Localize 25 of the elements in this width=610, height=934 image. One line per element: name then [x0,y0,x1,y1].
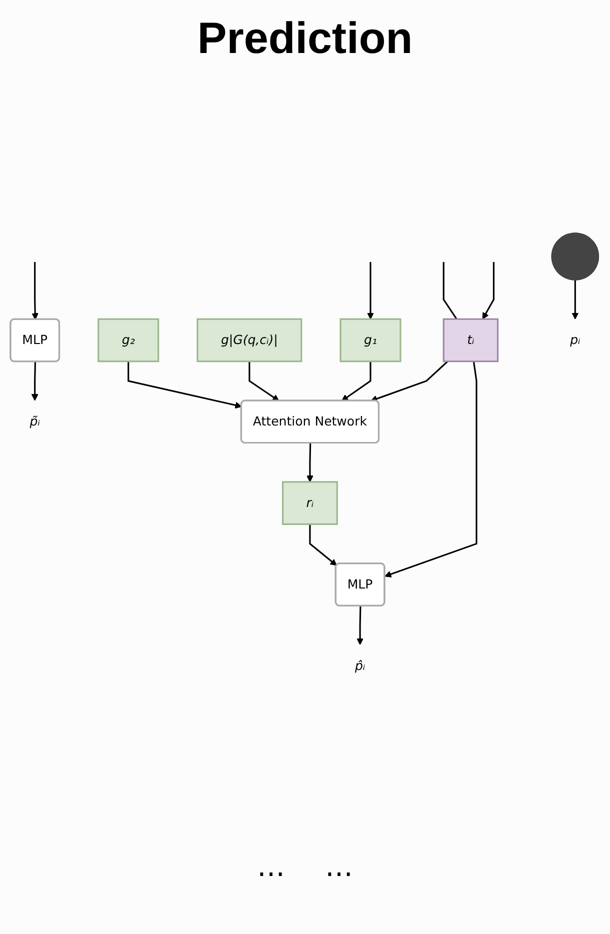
arrow [31,362,38,401]
arrow [309,524,337,566]
arrow [32,262,39,320]
connector [442,262,458,320]
arrow [482,262,494,320]
node-box: g|G(q,cᵢ)| [196,318,302,362]
node-text: p̂ᵢ [354,658,366,673]
node-box: g₂ [98,318,160,362]
arrow [356,606,364,646]
ellipsis-mark: … [325,850,353,883]
node-box: g₁ [340,318,402,362]
arrow [367,262,374,320]
arrow [306,443,314,482]
arrow [128,361,242,409]
node-text: p̃ᵢ [30,414,40,429]
arrow [370,360,448,402]
diagram-title: Prediction [196,14,414,64]
arrow [572,280,579,320]
arrow [384,361,478,578]
node-box: rᵢ [282,481,338,525]
arrow [248,361,280,402]
node-text: pᵢ [570,332,580,348]
node-box: tᵢ [442,318,499,362]
ellipsis-mark: … [257,850,285,883]
arrow [341,361,372,402]
